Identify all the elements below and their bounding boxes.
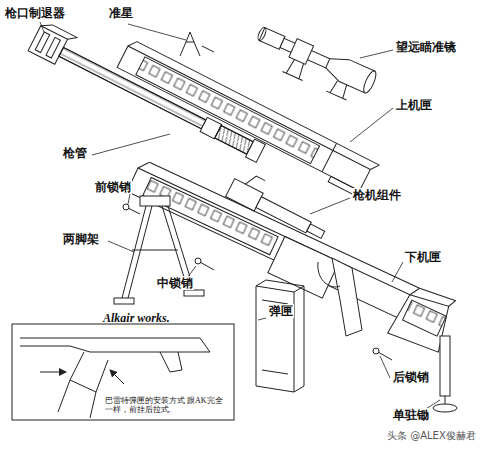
part-label: 上机匣 (395, 98, 433, 112)
part-label: 中锁销 (156, 276, 194, 290)
part-label: 单驻锄 (392, 408, 430, 422)
part-label: 弹匣 (268, 304, 294, 318)
watermark: 头条 @ALEX俊赫君 (386, 430, 477, 442)
part-label: 前锁销 (94, 180, 132, 194)
part-label: 准星 (108, 6, 134, 20)
signature: Alkair works. (102, 311, 171, 325)
part-label: 枪管 (62, 146, 88, 160)
part-label: 后锁销 (392, 370, 430, 384)
part-label: 两脚架 (62, 232, 100, 246)
part-label: 枪机组件 (352, 188, 402, 202)
inset-note: 巴雷特弹匣的安装方式 跟AK完全一样，前挂后拉式. (104, 396, 226, 414)
part-label: 望远瞄准镜 (395, 40, 457, 54)
part-label: 枪口制退器 (4, 6, 66, 20)
part-label: 下机匣 (404, 250, 442, 264)
